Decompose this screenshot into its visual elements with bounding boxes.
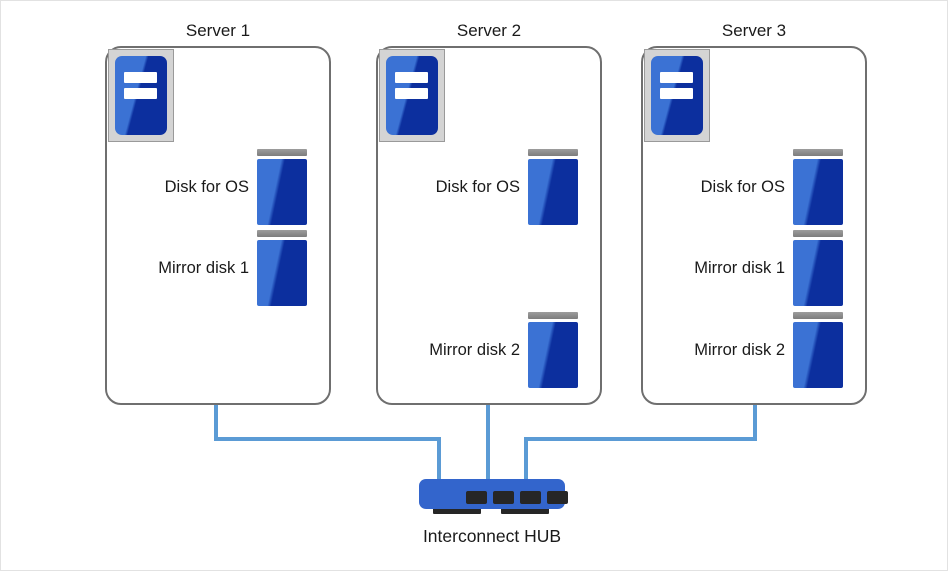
disk-body <box>793 322 843 388</box>
disk-icon <box>257 149 307 225</box>
disk-cap <box>793 230 843 237</box>
hub-port-1 <box>466 491 487 504</box>
disk-icon <box>793 149 843 225</box>
disk-cap <box>528 149 578 156</box>
disk-body <box>257 240 307 306</box>
disk-cap <box>257 230 307 237</box>
hub-port-2 <box>493 491 514 504</box>
server-3-disk-0-label: Disk for OS <box>700 178 785 196</box>
cable-server-3-horizontal <box>524 437 757 441</box>
disk-cap <box>793 312 843 319</box>
server-icon-body <box>651 56 703 135</box>
hub-port-3 <box>520 491 541 504</box>
disk-cap <box>257 149 307 156</box>
disk-cap <box>793 149 843 156</box>
disk-body <box>793 159 843 225</box>
disk-icon <box>257 230 307 306</box>
hub-foot-left <box>433 504 481 514</box>
cable-server-2-vertical <box>486 405 490 481</box>
cable-server-3-vertical-a <box>753 405 757 441</box>
disk-icon <box>793 230 843 306</box>
server-1-disk-0-label: Disk for OS <box>164 178 249 196</box>
server-icon-bar-bottom <box>660 88 693 100</box>
server-2-title: Server 2 <box>456 21 522 40</box>
disk-icon <box>793 312 843 388</box>
server-icon-bar-top <box>660 71 693 83</box>
server-machine-icon <box>379 49 445 142</box>
server-icon-bar-bottom <box>395 88 428 100</box>
hub-port-4 <box>547 491 568 504</box>
cable-server-1-horizontal <box>214 437 441 441</box>
disk-icon <box>528 312 578 388</box>
disk-body <box>528 322 578 388</box>
cable-server-1-vertical-a <box>214 405 218 441</box>
server-3-disk-1-label: Mirror disk 1 <box>694 259 785 277</box>
cable-server-1-vertical-b <box>437 437 441 481</box>
server-icon-bar-top <box>395 71 428 83</box>
server-icon-body <box>115 56 167 135</box>
hub-foot-right <box>501 504 549 514</box>
server-machine-icon <box>644 49 710 142</box>
server-machine-icon <box>108 49 174 142</box>
server-1-title: Server 1 <box>185 21 251 40</box>
server-2-disk-0-label: Disk for OS <box>435 178 520 196</box>
hub-label: Interconnect HUB <box>422 526 562 546</box>
disk-cap <box>528 312 578 319</box>
disk-icon <box>528 149 578 225</box>
cable-server-3-vertical-b <box>524 437 528 481</box>
server-icon-bar-bottom <box>124 88 157 100</box>
server-3-disk-2-label: Mirror disk 2 <box>694 341 785 359</box>
server-icon-body <box>386 56 438 135</box>
server-icon-bar-top <box>124 71 157 83</box>
server-1-disk-1-label: Mirror disk 1 <box>158 259 249 277</box>
server-3-title: Server 3 <box>721 21 787 40</box>
network-hub-icon <box>419 479 568 509</box>
disk-body <box>528 159 578 225</box>
server-2-disk-1-label: Mirror disk 2 <box>429 341 520 359</box>
disk-body <box>793 240 843 306</box>
disk-body <box>257 159 307 225</box>
